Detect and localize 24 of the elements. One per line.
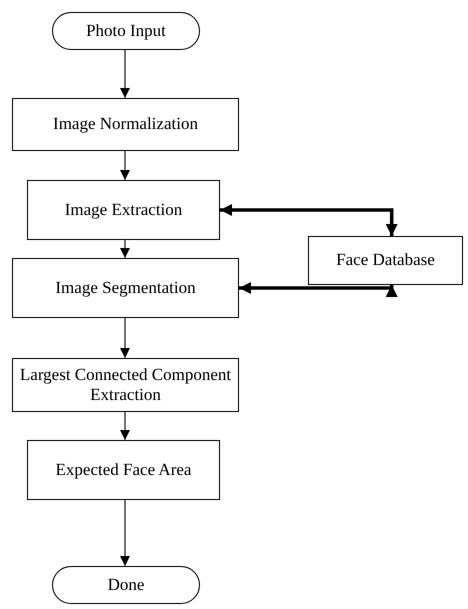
arrow — [120, 240, 130, 258]
node-label: Largest Connected Component Extraction — [18, 364, 232, 406]
arrow — [120, 150, 130, 180]
node-label: Image Segmentation — [55, 278, 196, 298]
arrow — [239, 282, 398, 297]
node-label: Done — [108, 574, 144, 596]
arrow — [120, 50, 130, 98]
arrow — [220, 204, 398, 236]
terminal-box — [52, 566, 200, 604]
process-box — [27, 180, 220, 240]
arrow — [120, 412, 130, 440]
terminal-box — [52, 12, 200, 50]
process-box — [308, 236, 463, 285]
process-box — [12, 358, 239, 412]
node-label: Face Database — [336, 250, 435, 271]
process-box — [12, 258, 239, 318]
node-label: Expected Face Area — [56, 460, 192, 480]
node-label: Image Extraction — [64, 200, 182, 220]
process-box — [12, 98, 239, 151]
arrow — [120, 318, 130, 358]
process-box — [27, 440, 220, 500]
node-label: Image Normalization — [53, 114, 198, 135]
arrow — [120, 500, 130, 566]
node-label: Photo Input — [86, 20, 166, 42]
